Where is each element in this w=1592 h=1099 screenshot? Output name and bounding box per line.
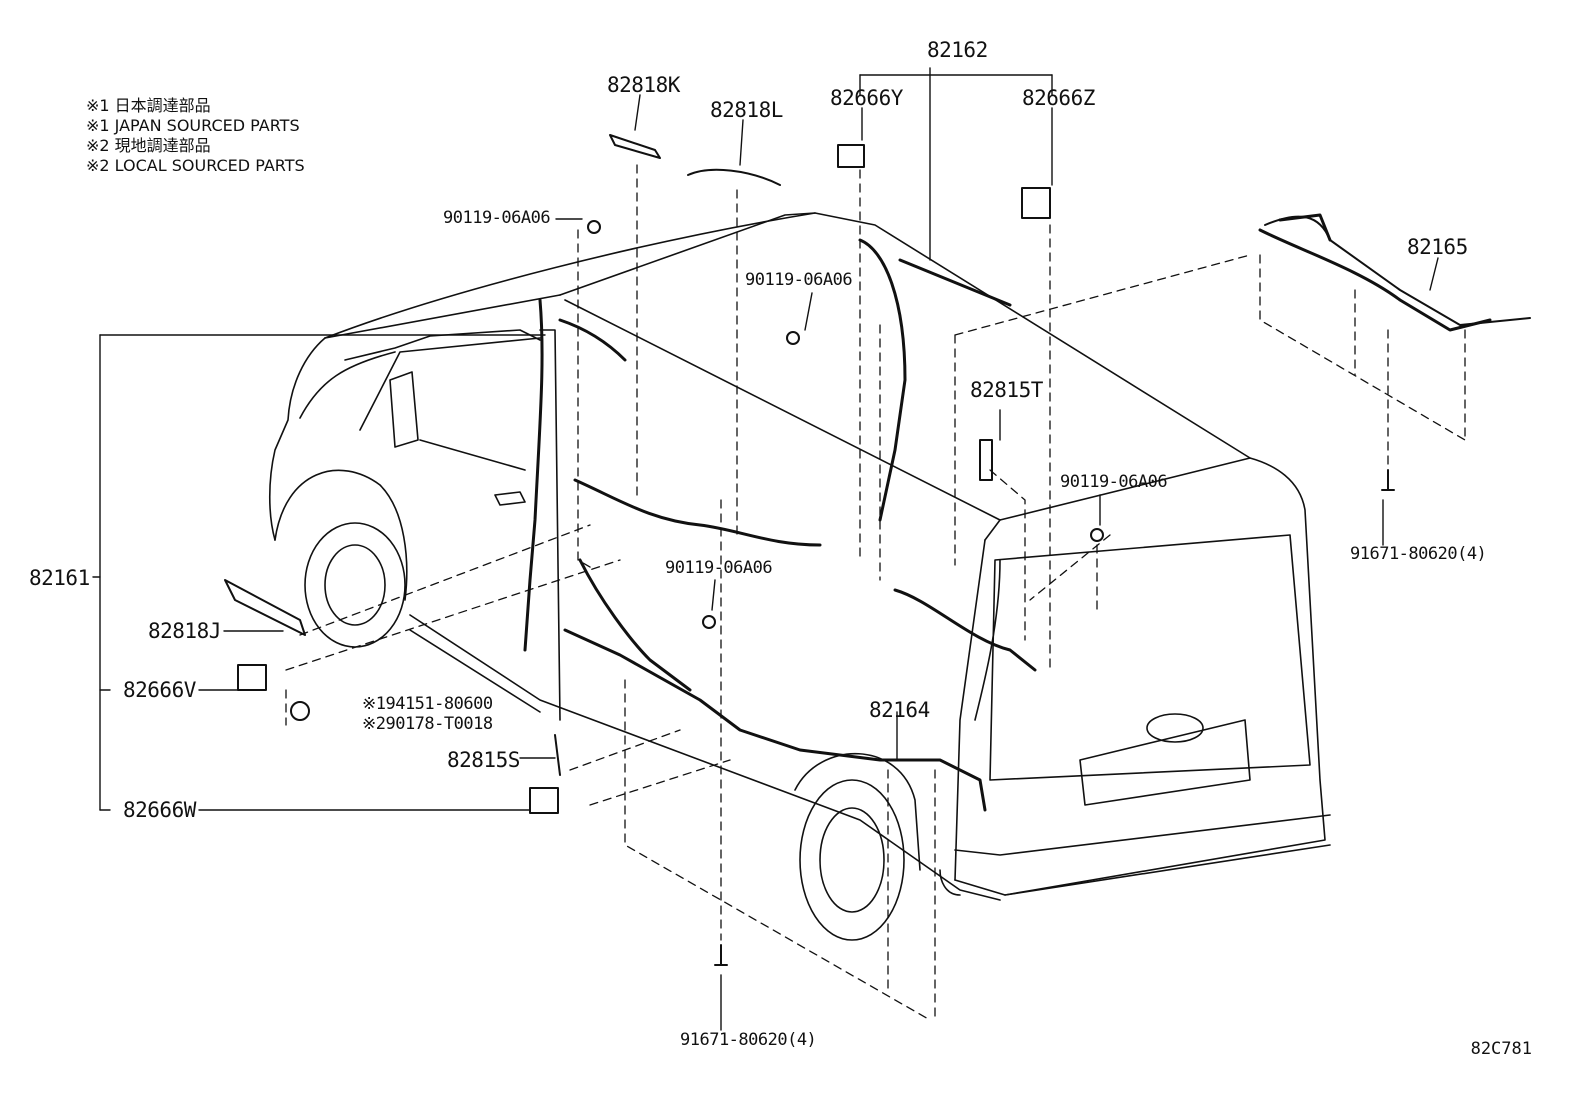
part-label-82666Y[interactable]: 82666Y <box>830 86 903 110</box>
part-label-82818K[interactable]: 82818K <box>607 73 680 97</box>
part-label-82161[interactable]: 82161 <box>29 566 90 590</box>
part-label-90119-c[interactable]: 90119-06A06 <box>1060 472 1168 492</box>
diagram-code: 82C781 <box>1470 1039 1532 1059</box>
clamp-82815T <box>979 439 993 481</box>
part-label-82666V[interactable]: 82666V <box>123 678 196 702</box>
part-label-82165[interactable]: 82165 <box>1407 235 1468 259</box>
clamp-82818J <box>224 579 306 636</box>
connector-82666V <box>237 664 267 691</box>
dashed-leaders <box>285 164 1466 1021</box>
part-label-82162[interactable]: 82162 <box>927 38 988 62</box>
solid-leaders <box>92 67 1439 1031</box>
bolt-91671-b <box>714 944 728 966</box>
part-label-82666Z[interactable]: 82666Z <box>1022 86 1095 110</box>
part-label-90119-d[interactable]: 90119-06A06 <box>665 558 773 578</box>
part-label-91671-b[interactable]: 91671-80620(4) <box>680 1030 817 1050</box>
note-line: ※2 現地調達部品 <box>86 136 211 155</box>
bolt-90119-b <box>786 331 800 345</box>
part-sketches <box>224 134 1531 966</box>
part-label-94151[interactable]: ※194151-80600 <box>362 694 493 714</box>
clamp-82815S <box>554 734 561 776</box>
note-line: ※2 LOCAL SOURCED PARTS <box>86 156 305 175</box>
part-label-90178[interactable]: ※290178-T0018 <box>362 714 493 734</box>
note-line: ※1 JAPAN SOURCED PARTS <box>86 116 300 135</box>
sourcing-notes: ※1 日本調達部品 ※1 JAPAN SOURCED PARTS ※2 現地調達… <box>86 96 305 176</box>
part-label-90119-b[interactable]: 90119-06A06 <box>745 270 853 290</box>
grommet-94151 <box>290 701 310 721</box>
note-line: ※1 日本調達部品 <box>86 96 211 115</box>
part-label-82666W[interactable]: 82666W <box>123 798 196 822</box>
part-label-82164[interactable]: 82164 <box>869 698 930 722</box>
wire-harness <box>523 213 1492 812</box>
connector-82666Z <box>1021 187 1051 219</box>
bolt-91671-a <box>1381 469 1395 491</box>
van-body-outline <box>268 212 1331 941</box>
connector-82666Y <box>837 144 865 168</box>
part-label-82815T[interactable]: 82815T <box>970 378 1043 402</box>
bolt-90119-d <box>702 615 716 629</box>
clamp-82818L <box>687 168 781 186</box>
clamp-82818K <box>609 134 661 159</box>
part-label-90119-a[interactable]: 90119-06A06 <box>443 208 551 228</box>
harness-82165-sketch <box>1264 215 1531 326</box>
bolt-90119-a <box>587 220 601 234</box>
bolt-90119-c <box>1090 528 1104 542</box>
part-label-82818L[interactable]: 82818L <box>710 98 783 122</box>
part-label-82818J[interactable]: 82818J <box>148 619 221 643</box>
part-label-91671-a[interactable]: 91671-80620(4) <box>1350 544 1487 564</box>
part-label-82815S[interactable]: 82815S <box>447 748 520 772</box>
connector-82666W <box>529 787 559 814</box>
